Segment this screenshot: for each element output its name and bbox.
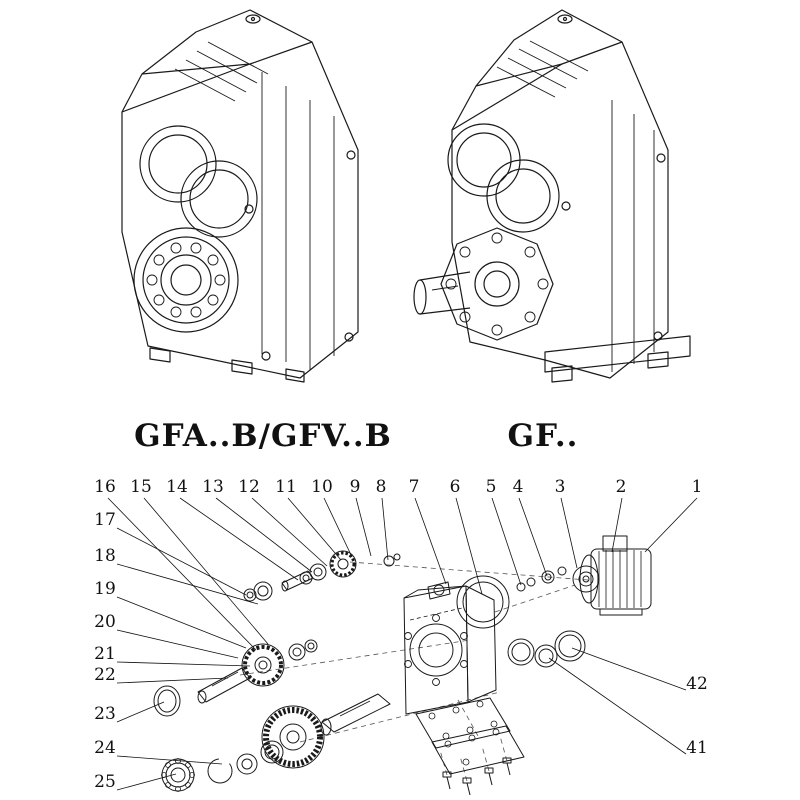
part-number-11: 11 (275, 477, 297, 497)
exploded-parts-diagram (107, 497, 698, 796)
part-number-12: 12 (238, 477, 260, 497)
intermediate-gear-cluster (153, 639, 318, 717)
motor (572, 535, 652, 616)
part-number-25: 25 (94, 772, 116, 792)
part-number-7: 7 (408, 477, 420, 497)
leader-lines-left (116, 527, 259, 791)
bearing-row (161, 740, 284, 792)
gearbox-drawing-gfab (121, 9, 359, 383)
part-number-9: 9 (349, 477, 361, 497)
gear-housing (403, 581, 497, 715)
part-number-41: 41 (686, 738, 708, 758)
part-number-19: 19 (94, 579, 116, 599)
part-number-17: 17 (94, 510, 116, 530)
part-number-42: 42 (686, 674, 708, 694)
part-number-4: 4 (512, 477, 524, 497)
part-number-22: 22 (94, 665, 116, 685)
part-number-5: 5 (485, 477, 497, 497)
part-number-16: 16 (94, 477, 116, 497)
output-gear-cluster (261, 693, 391, 769)
part-number-18: 18 (94, 546, 116, 566)
leader-lines-right (548, 647, 687, 755)
part-number-2: 2 (615, 477, 627, 497)
part-number-3: 3 (554, 477, 566, 497)
caption-right-model: GF.. (507, 418, 579, 454)
part-number-13: 13 (202, 477, 224, 497)
input-pinion-cluster (243, 550, 401, 602)
cover-plates (415, 697, 525, 796)
part-number-14: 14 (166, 477, 188, 497)
part-number-15: 15 (130, 477, 152, 497)
part-number-6: 6 (449, 477, 461, 497)
part-number-21: 21 (94, 644, 116, 664)
gearbox-drawing-gf (413, 9, 691, 383)
part-number-1: 1 (691, 477, 703, 497)
part-number-8: 8 (375, 477, 387, 497)
part-number-10: 10 (311, 477, 333, 497)
retaining-rings (507, 630, 586, 668)
part-number-20: 20 (94, 612, 116, 632)
caption-left-model: GFA..B/GFV..B (134, 418, 392, 454)
leader-lines-top (107, 497, 698, 651)
part-number-23: 23 (94, 704, 116, 724)
part-number-24: 24 (94, 738, 116, 758)
motor-side-parts (456, 566, 567, 629)
